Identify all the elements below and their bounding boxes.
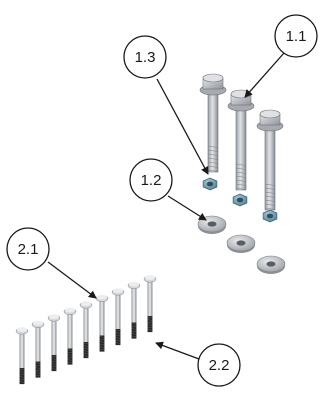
nuts-group <box>202 177 278 223</box>
small-screws-group <box>15 275 157 385</box>
hex-nut <box>202 177 218 191</box>
bolt-shaft <box>207 89 219 173</box>
small-screw <box>95 294 109 352</box>
nut-hole <box>236 197 244 203</box>
flat-washer <box>197 215 227 234</box>
small-screw <box>127 281 141 339</box>
screw-head-top <box>97 294 107 300</box>
screw-tip <box>115 329 121 345</box>
screw-tip <box>67 348 73 365</box>
washers-group <box>197 215 286 274</box>
screw-tip <box>131 322 137 339</box>
screw-head-top <box>145 275 155 280</box>
screw-head-top <box>81 301 91 306</box>
callout-label-2-2: 2.2 <box>209 357 230 374</box>
leader-line-1-2 <box>167 195 207 221</box>
hex-nut <box>232 193 248 207</box>
leader-line-1-3 <box>156 78 209 175</box>
nut-hole <box>266 213 274 219</box>
small-screw <box>15 327 29 385</box>
screw-tip <box>35 361 41 378</box>
leader-line-2-1 <box>47 261 97 299</box>
bolt-head-top <box>259 109 281 119</box>
hex-nut <box>262 209 278 223</box>
screw-head-top <box>33 320 43 326</box>
screw-tip <box>83 342 89 358</box>
screw-head-top <box>129 281 139 287</box>
large-bolt <box>256 109 284 211</box>
large-bolt <box>227 89 255 191</box>
small-screw <box>31 320 45 378</box>
small-screw <box>79 301 93 359</box>
small-screw <box>47 314 61 372</box>
callout-label-1-1: 1.1 <box>286 28 307 45</box>
washer-hole <box>266 261 276 267</box>
screw-tip <box>99 335 105 352</box>
nut-hole <box>206 181 214 187</box>
callout-1-2: 1.2 <box>129 158 173 202</box>
bolt-head-top <box>202 73 224 83</box>
screw-head-top <box>49 314 59 319</box>
screw-tip <box>19 368 25 384</box>
callout-1-3: 1.3 <box>123 35 167 79</box>
callout-label-1-2: 1.2 <box>141 172 162 189</box>
small-screw <box>111 288 125 346</box>
flat-washer <box>256 255 286 274</box>
large-bolts-group <box>199 73 284 211</box>
leader-line-2-2 <box>155 341 200 360</box>
flat-washer <box>226 234 256 253</box>
screw-head-top <box>17 327 27 332</box>
callout-label-2-1: 2.1 <box>18 241 39 258</box>
callout-2-2: 2.2 <box>197 343 241 387</box>
leader-line-1-1 <box>244 52 285 98</box>
callout-2-1: 2.1 <box>6 227 50 271</box>
large-bolt <box>199 73 227 173</box>
screw-tip <box>147 316 153 332</box>
callout-label-1-3: 1.3 <box>135 49 156 66</box>
screw-tip <box>51 355 57 371</box>
small-screw <box>63 307 77 365</box>
screw-head-top <box>113 288 123 293</box>
washer-hole <box>207 221 217 227</box>
screw-head-top <box>65 307 75 313</box>
washer-hole <box>236 240 246 246</box>
small-screw <box>143 275 157 333</box>
callout-1-1: 1.1 <box>274 14 318 58</box>
